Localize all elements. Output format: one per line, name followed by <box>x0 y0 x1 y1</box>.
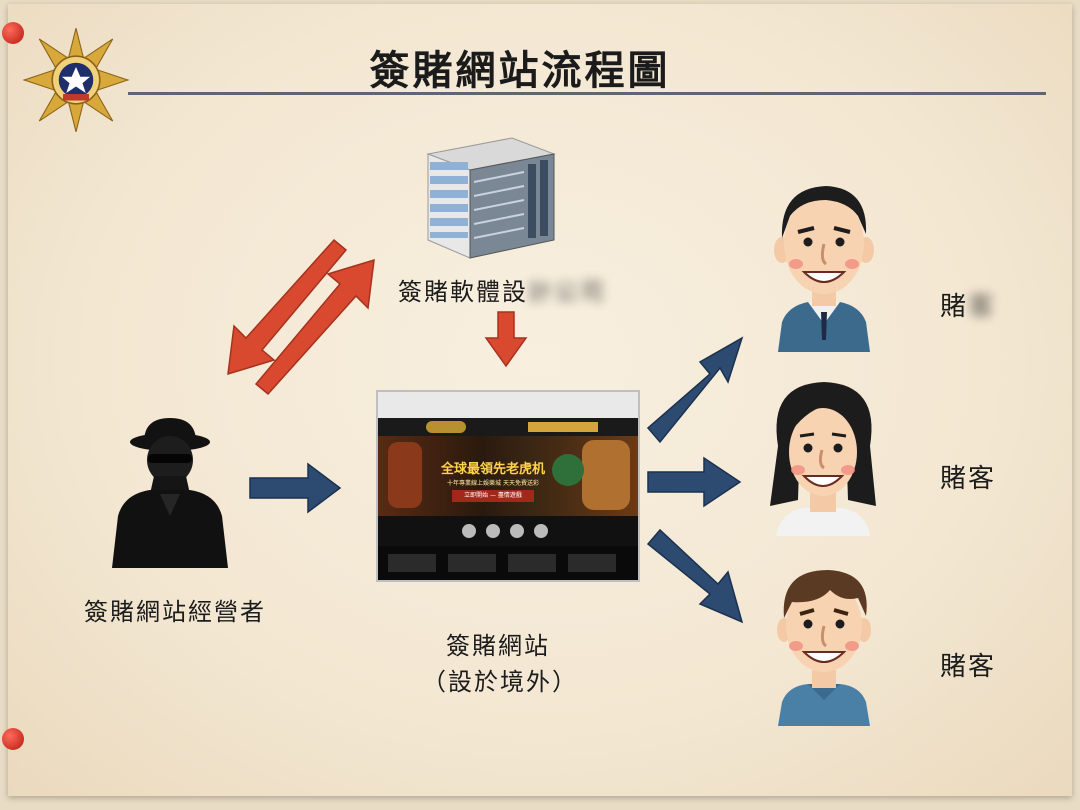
woman-face-icon <box>770 382 876 536</box>
software-label-blurred: 計公司 <box>528 278 606 306</box>
police-badge-icon <box>22 28 130 132</box>
young-man-face-icon <box>777 570 871 726</box>
gambler-label-1-blurred: 客 <box>968 292 997 322</box>
site-hero: 全球最領先老虎机 十年專業線上娛樂城 天天免費送彩 立即開始 — 盡情遊戲 <box>378 436 638 516</box>
software-company-label: 簽賭軟體設計公司 <box>398 272 606 307</box>
browser-bar <box>378 392 638 419</box>
site-nav <box>378 418 638 436</box>
site-game-icons <box>378 516 638 546</box>
red-pin-icon <box>2 22 24 44</box>
building-icon <box>426 137 556 259</box>
website-label: 簽賭網站 <box>446 632 550 660</box>
gambler-label-1: 賭客 <box>940 286 996 323</box>
man-face-icon <box>774 186 874 352</box>
site-hero-button: 立即開始 — 盡情遊戲 <box>452 490 534 502</box>
site-hero-banner: 全球最領先老虎机 <box>440 462 545 477</box>
title-divider <box>128 92 1046 95</box>
site-hero-sub: 十年專業線上娛樂城 天天免費送彩 <box>447 480 539 487</box>
website-location-note: （設於境外） <box>422 668 578 696</box>
website-screenshot: 全球最領先老虎机 十年專業線上娛樂城 天天免費送彩 立即開始 — 盡情遊戲 <box>376 390 640 582</box>
software-label-visible: 簽賭軟體設 <box>398 278 528 306</box>
masked-operator-icon <box>112 418 228 568</box>
page-title: 簽賭網站流程圖 <box>369 48 671 94</box>
gambler-label-2: 賭客 <box>940 464 997 494</box>
gambler-label-3: 賭客 <box>940 652 997 682</box>
operator-label: 簽賭網站經營者 <box>84 598 266 626</box>
red-pin-icon <box>2 728 24 750</box>
gambler-label-1-visible: 賭 <box>940 292 969 322</box>
